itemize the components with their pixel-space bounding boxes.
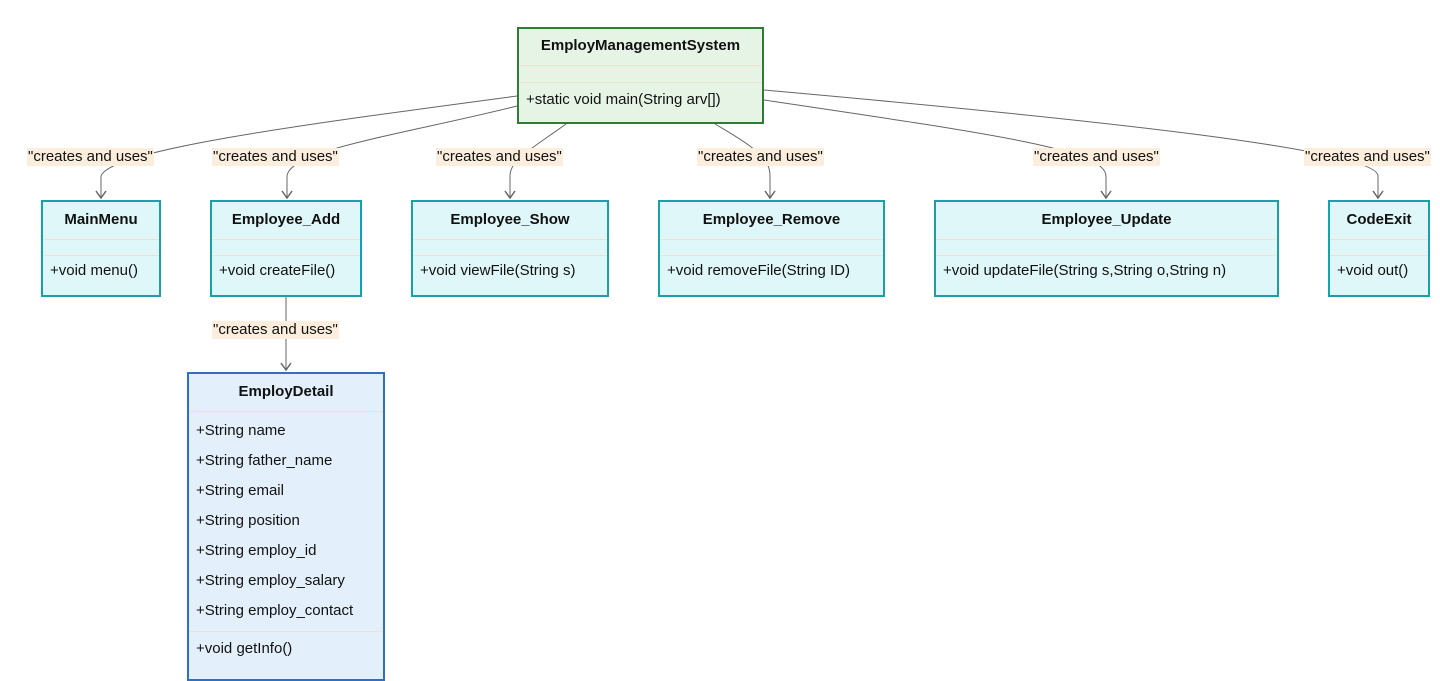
methods-section: +void updateFile(String s,String o,Strin… [936, 256, 1277, 286]
class-name: Employee_Remove [660, 202, 883, 240]
class-name: EmployDetail [189, 374, 383, 412]
method-row: +void menu() [50, 262, 138, 279]
class-code-exit[interactable]: CodeExit +void out() [1328, 200, 1430, 297]
class-main-menu[interactable]: MainMenu +void menu() [41, 200, 161, 297]
attributes-section [1330, 240, 1428, 256]
methods-section: +void createFile() [212, 256, 360, 286]
edge-system-to-remove-arrowhead [764, 190, 776, 200]
methods-section: +void getInfo() [189, 632, 383, 664]
edge-system-to-mainmenu-arrowhead [95, 190, 107, 200]
class-name: CodeExit [1330, 202, 1428, 240]
method-row: +void viewFile(String s) [420, 262, 576, 279]
edge-add-to-detail-arrowhead [280, 362, 292, 372]
method-row: +void removeFile(String ID) [667, 262, 850, 279]
attributes-section [212, 240, 360, 256]
class-name: Employee_Show [413, 202, 607, 240]
attributes-section [660, 240, 883, 256]
attribute-row: +String email [196, 482, 284, 499]
relation-label-detail: "creates and uses" [212, 321, 339, 339]
methods-section: +static void main(String arv[]) [519, 83, 762, 117]
edge-system-to-exit-arrowhead [1372, 190, 1384, 200]
attribute-row: +String employ_id [196, 542, 317, 559]
class-employ-detail[interactable]: EmployDetail +String name +String father… [187, 372, 385, 681]
method-row: +static void main(String arv[]) [526, 91, 721, 108]
attributes-section [43, 240, 159, 256]
class-employee-remove[interactable]: Employee_Remove +void removeFile(String … [658, 200, 885, 297]
methods-section: +void out() [1330, 256, 1428, 286]
attribute-row: +String employ_salary [196, 572, 345, 589]
edge-system-to-update [763, 99, 1107, 198]
attribute-row: +String position [196, 512, 300, 529]
class-employ-management-system[interactable]: EmployManagementSystem +static void main… [517, 27, 764, 124]
method-row: +void out() [1337, 262, 1409, 279]
edge-system-to-add-arrowhead [281, 190, 293, 200]
class-name: MainMenu [43, 202, 159, 240]
edge-system-to-update-arrowhead [1100, 190, 1112, 200]
class-name: EmployManagementSystem [519, 29, 762, 66]
relation-label-remove: "creates and uses" [697, 148, 824, 166]
methods-section: +void removeFile(String ID) [660, 256, 883, 286]
edge-system-to-add [286, 105, 518, 198]
attributes-section [519, 66, 762, 83]
method-row: +void updateFile(String s,String o,Strin… [943, 262, 1227, 279]
relation-label-show: "creates and uses" [436, 148, 563, 166]
relation-label-add: "creates and uses" [212, 148, 339, 166]
edge-system-to-show-arrowhead [504, 190, 516, 200]
attributes-section [936, 240, 1277, 256]
class-employee-update[interactable]: Employee_Update +void updateFile(String … [934, 200, 1279, 297]
relation-label-exit: "creates and uses" [1304, 148, 1431, 166]
methods-section: +void viewFile(String s) [413, 256, 607, 286]
attributes-section [413, 240, 607, 256]
relation-label-mainmenu: "creates and uses" [27, 148, 154, 166]
method-row: +void createFile() [219, 262, 336, 279]
class-employee-add[interactable]: Employee_Add +void createFile() [210, 200, 362, 297]
attributes-section: +String name +String father_name +String… [189, 412, 383, 632]
class-employee-show[interactable]: Employee_Show +void viewFile(String s) [411, 200, 609, 297]
edge-system-to-mainmenu [100, 95, 518, 198]
attribute-row: +String name [196, 422, 286, 439]
attribute-row: +String father_name [196, 452, 333, 469]
edge-system-to-exit [763, 89, 1379, 198]
method-row: +void getInfo() [196, 640, 293, 657]
attribute-row: +String employ_contact [196, 602, 354, 619]
class-name: Employee_Add [212, 202, 360, 240]
relation-label-update: "creates and uses" [1033, 148, 1160, 166]
class-name: Employee_Update [936, 202, 1277, 240]
methods-section: +void menu() [43, 256, 159, 286]
